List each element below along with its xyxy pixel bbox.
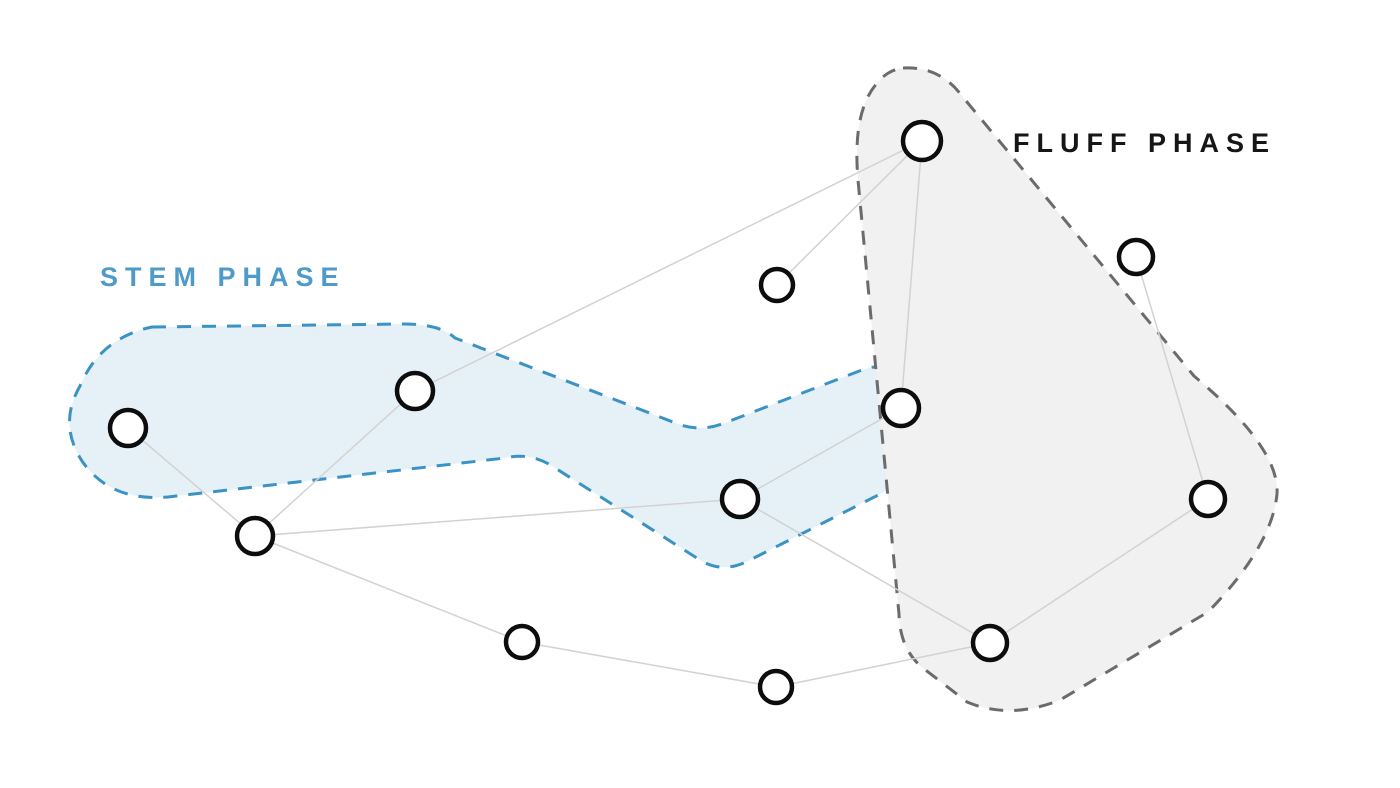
edge-lower-left-to-stem-mid bbox=[254, 390, 416, 537]
edge-fluff-right-to-fluff-lower bbox=[989, 498, 1209, 644]
node-top-center[interactable] bbox=[900, 119, 944, 163]
node-stem-mid-upper[interactable] bbox=[394, 370, 436, 412]
edge-bottom-center-to-fluff-lower bbox=[775, 642, 991, 688]
region-labels-layer: STEM PHASE FLUFF PHASE bbox=[100, 128, 1276, 292]
nodes-layer bbox=[107, 119, 1228, 706]
edge-bottom-left-to-bottom-center bbox=[521, 641, 777, 688]
node-stem-left[interactable] bbox=[107, 407, 149, 449]
edge-stem-center-to-stem-right bbox=[739, 407, 902, 500]
edge-lower-left-to-stem-center bbox=[254, 498, 741, 537]
region-shapes-layer bbox=[68, 66, 1279, 712]
edge-lower-left-to-bottom-left bbox=[254, 535, 523, 643]
edges-layer bbox=[127, 140, 1209, 688]
node-bottom-left[interactable] bbox=[503, 623, 541, 661]
edge-free-to-top bbox=[776, 140, 923, 286]
edge-stem-mid-to-top bbox=[414, 140, 923, 392]
edge-fluff-upper-to-fluff-right bbox=[1135, 256, 1209, 500]
node-fluff-lower[interactable] bbox=[970, 623, 1010, 663]
region-stem-phase bbox=[68, 322, 922, 569]
edge-stem-center-to-fluff-lower bbox=[739, 498, 991, 644]
region-label-fluff-phase: FLUFF PHASE bbox=[1013, 128, 1276, 158]
edge-top-to-stem-right bbox=[900, 140, 923, 409]
region-fluff-phase bbox=[855, 66, 1279, 712]
node-lower-left[interactable] bbox=[234, 515, 276, 557]
region-label-stem-phase: STEM PHASE bbox=[100, 262, 346, 292]
node-stem-right[interactable] bbox=[880, 387, 922, 429]
node-fluff-right[interactable] bbox=[1188, 479, 1228, 519]
edge-stem-left-to-lower-left bbox=[127, 427, 256, 537]
node-mid-upper-free[interactable] bbox=[758, 266, 796, 304]
node-stem-center[interactable] bbox=[719, 478, 761, 520]
node-bottom-center[interactable] bbox=[757, 668, 795, 706]
node-fluff-upper[interactable] bbox=[1116, 237, 1156, 277]
